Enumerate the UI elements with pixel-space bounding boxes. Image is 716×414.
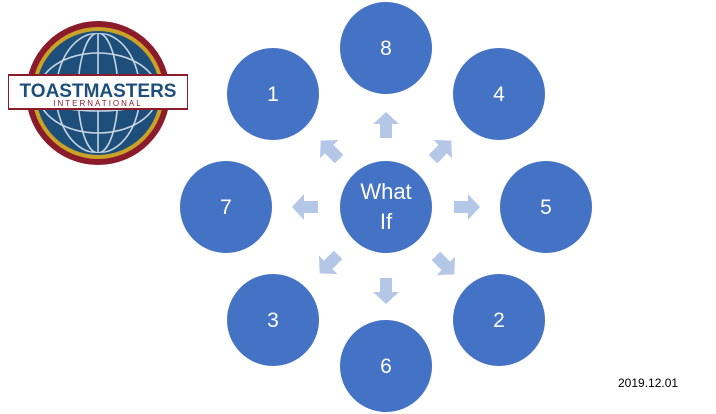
logo-wordmark-top: TOASTMASTERS — [20, 81, 177, 102]
node-5: 5 — [500, 161, 592, 253]
arrow-up-left — [311, 131, 349, 169]
node-7-label: 7 — [220, 195, 232, 219]
arrow-left — [292, 194, 318, 220]
node-1-label: 1 — [267, 82, 279, 106]
arrow-up — [373, 112, 399, 138]
node-6: 6 — [340, 320, 432, 412]
arrow-down-right — [426, 246, 464, 284]
toastmasters-logo: TOASTMASTERS INTERNATIONAL — [8, 21, 188, 165]
node-5-label: 5 — [540, 195, 552, 219]
node-4: 4 — [453, 48, 545, 140]
logo-wordmark-bottom: INTERNATIONAL — [53, 99, 142, 108]
node-3-label: 3 — [267, 308, 279, 332]
node-8-label: 8 — [380, 36, 392, 60]
node-3: 3 — [227, 274, 319, 366]
center-line-1: What — [360, 179, 412, 204]
node-2-label: 2 — [493, 308, 505, 332]
arrow-down — [373, 278, 399, 304]
node-2: 2 — [453, 274, 545, 366]
node-1: 1 — [227, 48, 319, 140]
date-label: 2019.12.01 — [618, 376, 679, 390]
node-8: 8 — [340, 2, 432, 94]
node-7: 7 — [180, 161, 272, 253]
node-4-label: 4 — [493, 82, 505, 106]
node-6-label: 6 — [380, 354, 392, 378]
center-node: What If — [340, 161, 432, 253]
center-line-2: If — [379, 209, 393, 234]
arrow-right — [454, 194, 480, 220]
arrow-down-left — [310, 245, 348, 283]
arrow-up-right — [423, 131, 461, 169]
